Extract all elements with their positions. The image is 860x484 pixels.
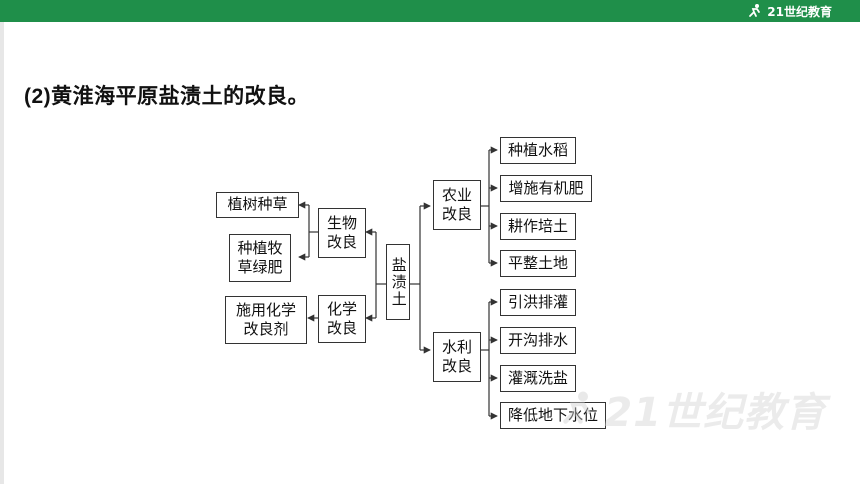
chemical-node: 化学改良	[318, 295, 366, 343]
water-child-2: 灌溉洗盐	[500, 365, 576, 392]
chemical-child-label: 施用化学改良剂	[235, 300, 296, 339]
watermark: 21世纪教育	[558, 380, 826, 438]
left-rule	[0, 22, 4, 484]
agricultural-child-label: 耕作培土	[507, 216, 568, 235]
agricultural-child-label: 增施有机肥	[508, 178, 584, 197]
chemical-child-0: 施用化学改良剂	[225, 296, 307, 344]
water-child-label: 开沟排水	[507, 330, 568, 349]
biological-child-label: 种植牧草绿肥	[237, 238, 283, 277]
biological-child-1: 种植牧草绿肥	[229, 234, 291, 282]
watermark-text: 21世纪教育	[604, 390, 826, 436]
runner-logo-icon	[563, 391, 591, 424]
water-label: 水利改良	[441, 337, 472, 376]
water-child-0: 引洪排灌	[500, 289, 576, 316]
root-label: 盐渍土	[389, 256, 408, 308]
agricultural-child-label: 平整土地	[507, 253, 568, 272]
water-child-label: 灌溉洗盐	[507, 368, 568, 387]
biological-child-0: 植树种草	[216, 192, 299, 218]
agricultural-child-2: 耕作培土	[500, 213, 576, 240]
water-child-1: 开沟排水	[500, 327, 576, 354]
brand-logo: 21世纪教育	[747, 2, 832, 20]
agricultural-node: 农业改良	[433, 180, 481, 230]
heading-number: (2)	[24, 85, 52, 108]
water-child-label: 引洪排灌	[507, 292, 568, 311]
water-node: 水利改良	[433, 332, 481, 382]
brand-text: 21世纪教育	[767, 4, 832, 19]
water-child-label: 降低地下水位	[507, 405, 598, 424]
agricultural-child-1: 增施有机肥	[500, 175, 592, 202]
top-banner: 21世纪教育	[0, 0, 860, 22]
biological-child-label: 植树种草	[227, 195, 288, 214]
runner-logo-icon	[749, 4, 761, 17]
agricultural-child-3: 平整土地	[500, 250, 576, 277]
agricultural-label: 农业改良	[441, 185, 472, 224]
biological-label: 生物改良	[326, 213, 357, 252]
agricultural-child-label: 种植水稻	[507, 140, 568, 159]
root-node: 盐渍土	[386, 244, 410, 320]
heading-text: 黄淮海平原盐渍土的改良。	[51, 84, 310, 108]
water-child-3: 降低地下水位	[500, 402, 606, 429]
section-heading: (2)黄淮海平原盐渍土的改良。	[24, 80, 309, 110]
agricultural-child-0: 种植水稻	[500, 137, 576, 164]
biological-node: 生物改良	[318, 208, 366, 258]
chemical-label: 化学改良	[326, 299, 357, 338]
